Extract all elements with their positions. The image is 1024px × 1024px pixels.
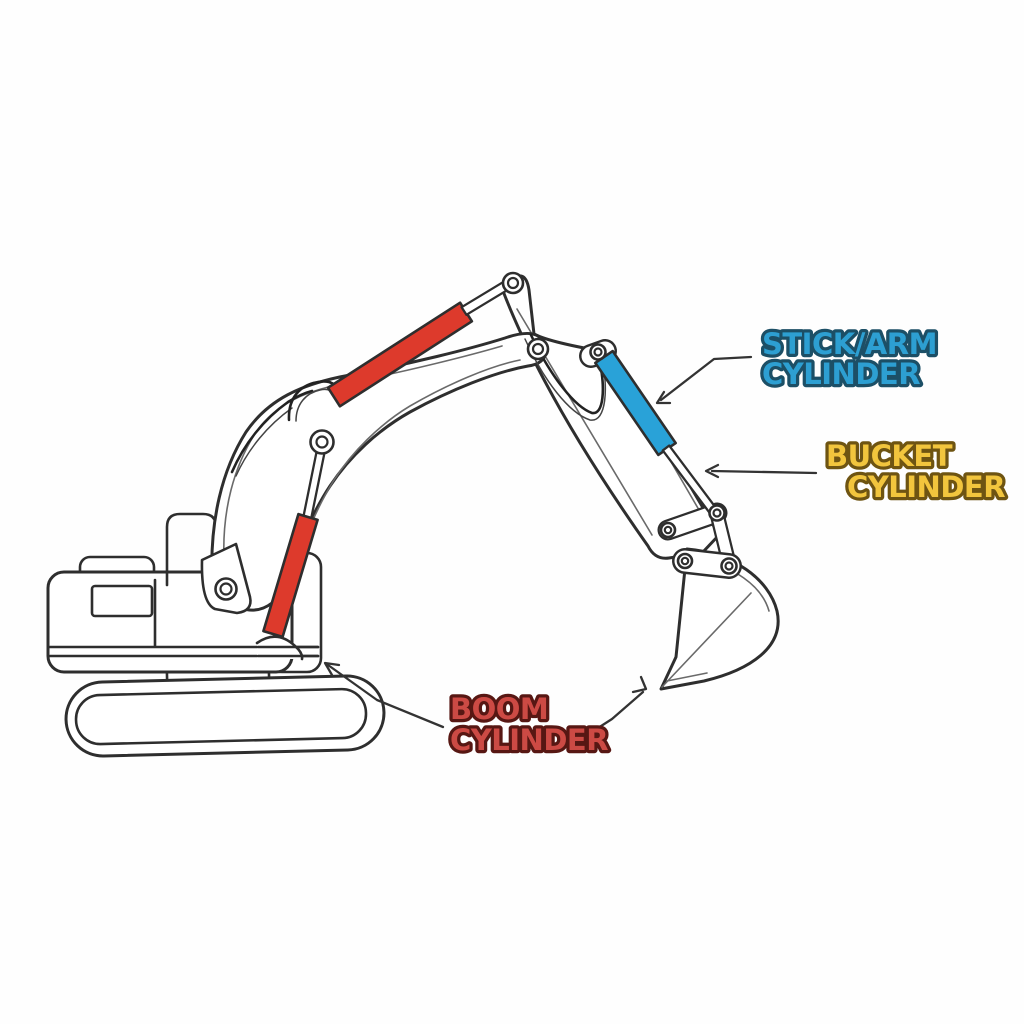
boom-hose-run-inner: [235, 407, 293, 477]
annotation-leaders: [323, 355, 818, 730]
crank-left-pin: [676, 552, 694, 570]
boom-apex-pin: [526, 337, 550, 361]
apex-hose-inner: [524, 338, 607, 421]
crank-right-pin: [720, 557, 738, 575]
boom-cylinder-rod-pin: [309, 429, 335, 455]
stick-arm-cylinder-label-line2: CYLINDER: [762, 357, 920, 391]
boom-label-leader-left: [323, 661, 445, 729]
boom-cylinder-label-line2: CYLINDER: [450, 723, 608, 757]
upper-cylinder-red-body: [326, 301, 474, 408]
boom-label-leader-right: [596, 675, 648, 730]
boom-arrowhead-right: [631, 675, 648, 694]
link-left-pin: [659, 521, 677, 539]
bucket-cylinder-label-line2: CYLINDER: [847, 470, 1005, 504]
bucket-arrowhead: [704, 463, 720, 479]
excavator: [46, 271, 780, 758]
boom-hose-run: [230, 389, 314, 474]
boom-foot-pin: [214, 577, 238, 601]
boom-cylinder-label-line1: BOOM: [450, 692, 548, 726]
apex-hose: [529, 333, 605, 415]
pivot-pins: [214, 271, 738, 601]
boom-cylinder: [255, 448, 327, 661]
boom-arrowhead-left: [323, 661, 341, 677]
cylinder-mount-pin: [589, 343, 607, 361]
stick-arm-arrowhead: [655, 390, 672, 405]
body-panel-window: [90, 584, 154, 618]
bucket-label-leader: [704, 463, 818, 479]
undercarriage: [64, 663, 386, 758]
stick-arm-cylinder-label-line1: STICK/ARM: [762, 327, 937, 361]
bucket-cylinder-label-line1: BUCKET: [826, 439, 953, 473]
stick-arm-cylinder-blue-body: [593, 349, 678, 457]
stick-arm-label-leader: [655, 355, 753, 405]
track-inner: [74, 687, 368, 746]
stick-top-pin: [501, 271, 525, 295]
labels: STICK/ARM CYLINDER BUCKET CYLINDER BOOM …: [447, 324, 1009, 761]
bucket-cutting-edge-line: [666, 672, 708, 682]
link-right-pin: [708, 504, 726, 522]
bucket-side-plate-line: [661, 592, 752, 688]
